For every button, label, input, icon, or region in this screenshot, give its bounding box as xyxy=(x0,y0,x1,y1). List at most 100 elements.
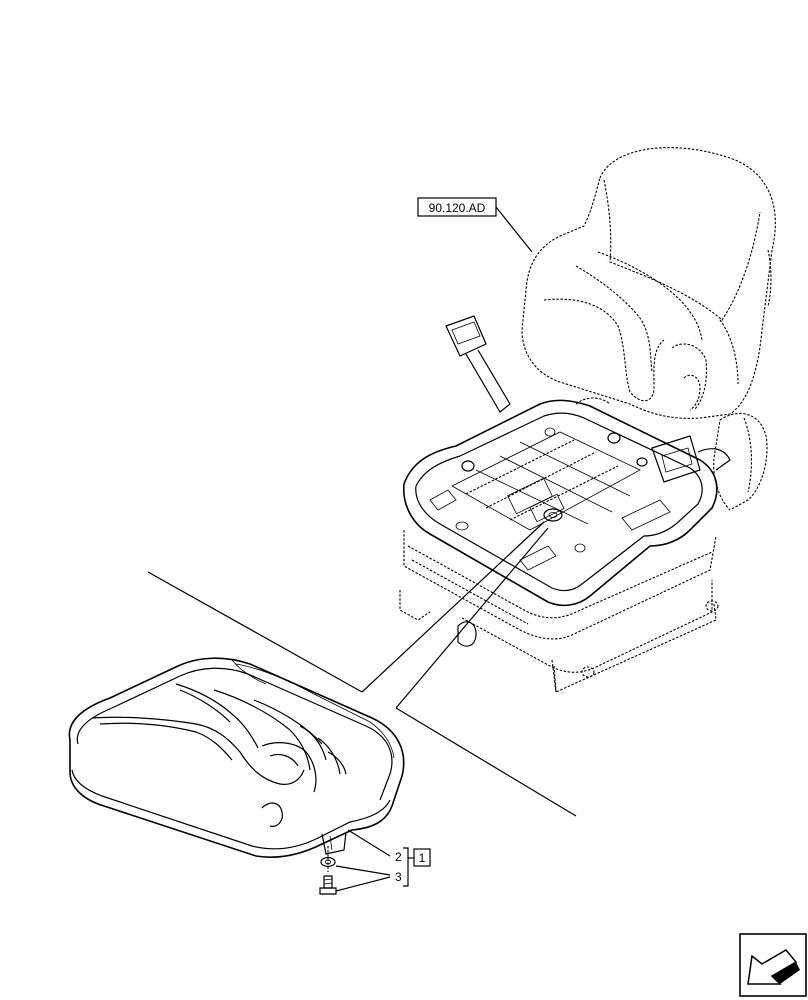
nav-arrow-shadow xyxy=(772,962,800,984)
callout-reference[interactable]: 90.120.AD xyxy=(417,197,533,253)
bolt-thread xyxy=(323,878,333,885)
front-handle xyxy=(519,545,557,571)
rear-bracket xyxy=(575,397,611,405)
suspension-ridge-2 xyxy=(411,559,529,625)
section-line-upper xyxy=(147,571,363,693)
backrest-outline xyxy=(521,147,776,419)
headrest-seam xyxy=(603,179,761,321)
next-page-arrow-icon[interactable] xyxy=(739,933,807,997)
mount-hole-2 xyxy=(581,666,595,678)
knob-2 xyxy=(607,432,621,444)
washer-part[interactable] xyxy=(320,856,336,868)
leader-item-3-washer xyxy=(335,865,391,876)
seat-frame-inner xyxy=(415,412,703,592)
belt-strap xyxy=(697,448,731,471)
armrest xyxy=(713,412,768,511)
cushion-groove-1 xyxy=(91,716,305,785)
suspension-ridge-1 xyxy=(407,545,713,619)
front-clip-left xyxy=(429,489,457,511)
adjust-knob xyxy=(457,621,477,647)
tongue-slot xyxy=(661,447,693,473)
seat-assembly-phantom xyxy=(399,147,776,693)
cushion-groove-2 xyxy=(175,683,259,749)
cushion-rear-edge xyxy=(235,663,395,759)
cushion-groove-1b xyxy=(99,722,233,761)
detail-lines xyxy=(147,521,577,817)
buckle-slot xyxy=(451,321,481,345)
rail-4 xyxy=(465,439,575,495)
knob-1 xyxy=(461,460,475,472)
cushion-groove-7 xyxy=(317,737,341,775)
knob-3 xyxy=(636,457,648,467)
leader-to-bolt-upper xyxy=(361,521,545,693)
cushion-groove-6 xyxy=(299,725,327,761)
backrest-groove-6 xyxy=(719,319,739,385)
group-bracket xyxy=(403,847,409,887)
nav-icon-frame xyxy=(739,933,807,997)
rail-5 xyxy=(485,451,597,509)
cushion-groove-9 xyxy=(261,802,283,827)
reference-label: 90.120.AD xyxy=(429,201,486,215)
leader-to-bolt-lower xyxy=(395,527,549,709)
knob-6 xyxy=(574,543,586,553)
cushion-mount-bracket xyxy=(321,831,347,855)
cushion-groove-2b xyxy=(179,689,231,723)
seat-belt-tongue xyxy=(651,435,701,483)
rail-1 xyxy=(475,469,589,525)
rail-3 xyxy=(519,441,631,497)
item-1-label: 1 xyxy=(419,851,426,865)
backrest-groove-2 xyxy=(575,265,653,373)
cushion-groove-5 xyxy=(261,742,317,793)
suspension-base xyxy=(403,530,717,640)
center-bolt-hole xyxy=(543,508,563,522)
leader-item-3-bolt xyxy=(335,876,391,892)
bracket-detail xyxy=(329,835,333,851)
cushion-rear-seam xyxy=(231,659,267,685)
suspension-lower xyxy=(461,580,713,673)
item-2-label: 2 xyxy=(395,850,402,864)
rail-6 xyxy=(509,465,619,521)
bolt-part[interactable] xyxy=(319,875,337,895)
suspension-edge xyxy=(553,665,557,693)
cushion-groove-4 xyxy=(253,699,323,745)
bolt-shank xyxy=(323,875,333,889)
seat-belt-buckle-left xyxy=(445,315,487,357)
item-1-box xyxy=(413,848,431,867)
center-bracket-2 xyxy=(529,493,565,523)
leader-item-2 xyxy=(347,829,391,857)
knob-4 xyxy=(544,427,556,437)
armrest-edge xyxy=(743,417,752,493)
backrest-groove-5 xyxy=(683,374,701,411)
cushion-lower-edge xyxy=(71,769,391,850)
backrest-groove-4 xyxy=(671,343,708,411)
buckle-stalk xyxy=(465,349,511,413)
rail-2 xyxy=(499,455,613,513)
suspension-foot-left xyxy=(399,590,431,621)
cushion-top-edge xyxy=(76,667,393,801)
cushion-outline xyxy=(68,657,405,859)
center-bolt-hole-inner xyxy=(548,512,558,519)
cushion-groove-5b xyxy=(269,753,299,767)
washer-hole xyxy=(324,859,332,865)
seat-cushion-part[interactable] xyxy=(68,657,405,859)
mechanism-plate xyxy=(451,431,641,531)
cushion-groove-8 xyxy=(327,751,347,775)
cushion-groove-3 xyxy=(213,689,311,771)
hardware-items xyxy=(319,846,337,895)
backrest-side xyxy=(767,249,772,307)
backrest-groove-1 xyxy=(543,298,665,402)
side-lever xyxy=(621,499,671,531)
suspension-foot-right xyxy=(551,603,717,693)
backrest-groove-3 xyxy=(597,251,703,341)
bolt-head xyxy=(319,887,337,895)
reference-leader xyxy=(495,206,533,253)
seat-frame-tray xyxy=(403,399,718,607)
knob-5 xyxy=(455,521,469,531)
section-line-lower xyxy=(395,707,577,817)
washer-outer xyxy=(320,856,336,868)
item-3-label: 3 xyxy=(395,870,402,884)
callout-items: 2 3 1 xyxy=(335,829,431,892)
mount-hole-1 xyxy=(705,600,719,612)
